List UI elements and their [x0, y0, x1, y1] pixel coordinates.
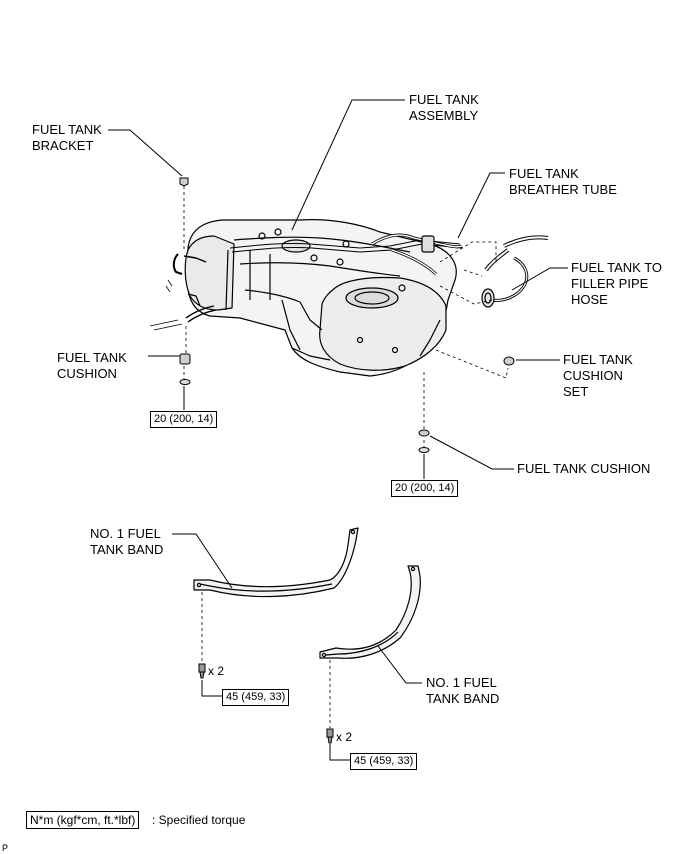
connection-lines	[183, 186, 509, 728]
fuel-tank-illustration	[149, 219, 463, 377]
label-fuel-tank-assembly: FUEL TANK ASSEMBLY	[409, 92, 479, 123]
label-fuel-tank-bracket: FUEL TANK BRACKET	[32, 122, 102, 153]
corner-mark: P	[2, 843, 9, 853]
label-fuel-tank-breather-tube: FUEL TANK BREATHER TUBE	[509, 166, 617, 197]
leader-lines	[108, 99, 568, 761]
torque-cushion-left: 20 (200, 14)	[150, 411, 218, 428]
filler-pipe-hose-illustration	[481, 235, 549, 308]
label-no1-fuel-tank-band-lower: NO. 1 FUEL TANK BAND	[426, 675, 500, 706]
legend-unit-box: N*m (kgf*cm, ft.*lbf)	[26, 811, 140, 829]
qty-band-lower-bolts: x 2	[336, 730, 353, 744]
label-fuel-tank-cushion-set: FUEL TANK CUSHION SET	[563, 352, 633, 399]
label-no1-fuel-tank-band-upper: NO. 1 FUEL TANK BAND	[90, 526, 164, 557]
breather-tube-illustration	[371, 233, 463, 276]
qty-band-upper-bolts: x 2	[208, 664, 225, 678]
small-parts	[179, 177, 515, 744]
tank-bands	[193, 527, 421, 659]
legend-description: : Specified torque	[152, 813, 246, 827]
torque-band-lower: 45 (459, 33)	[350, 753, 418, 770]
torque-cushion-right: 20 (200, 14)	[391, 480, 459, 497]
torque-band-upper: 45 (459, 33)	[222, 689, 290, 706]
label-fuel-tank-to-filler-pipe-hose: FUEL TANK TO FILLER PIPE HOSE	[571, 260, 663, 307]
label-fuel-tank-cushion-left: FUEL TANK CUSHION	[57, 350, 127, 381]
label-fuel-tank-cushion-right: FUEL TANK CUSHION	[517, 461, 651, 476]
